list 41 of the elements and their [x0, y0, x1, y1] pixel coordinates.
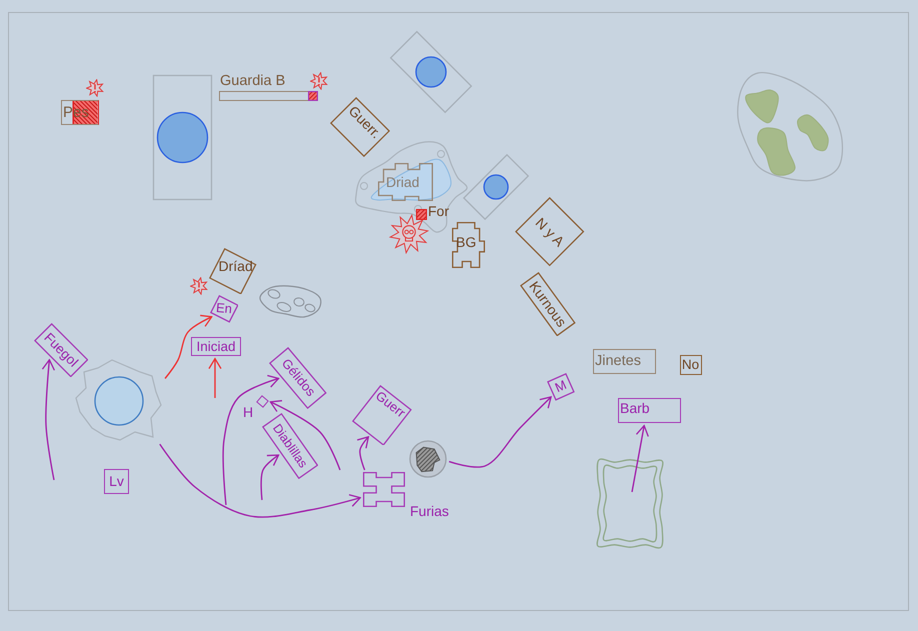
movement-arrow: [42, 359, 56, 480]
movement-arrow: [159, 444, 361, 518]
unit-label: En: [215, 300, 233, 318]
unit-label: Driad: [386, 174, 420, 190]
unit-label: Barb: [619, 399, 651, 418]
unit-box: [618, 398, 681, 423]
movement-arrow: [260, 454, 280, 500]
unit-label: Guardia B: [220, 73, 286, 90]
unit-box: [269, 346, 327, 409]
unit-box: [330, 96, 390, 158]
unit-label: Jinetes: [594, 352, 642, 371]
unit-box: [262, 412, 318, 480]
movement-arrow: [270, 400, 341, 470]
movement-arrow: [164, 314, 212, 379]
unit-label: N y A: [532, 214, 568, 250]
unit-label: For: [428, 203, 449, 220]
unit-label: Pes: [62, 102, 90, 122]
unit-box: [515, 197, 585, 267]
movement-arrow: [631, 424, 649, 492]
unit-label: Lv: [108, 472, 125, 491]
unit-box: [210, 295, 238, 323]
unit-box: [191, 337, 241, 356]
unit-label: No: [680, 356, 700, 374]
unit-box: [34, 322, 88, 378]
unit-box: [547, 373, 575, 401]
unit-label: Dríad: [218, 258, 253, 274]
unit-box: [352, 384, 412, 446]
unit-label: M: [553, 378, 569, 396]
movement-arrow: [448, 396, 552, 468]
unit-label: H: [243, 404, 254, 420]
movement-arrow: [208, 358, 222, 398]
movement-arrow: [222, 374, 280, 506]
unit-box: [520, 272, 576, 336]
unit-label: Iniciad: [195, 338, 237, 356]
unit-box: [61, 100, 99, 125]
movement-arrow: [356, 436, 370, 470]
unit-box: [209, 248, 257, 294]
unit-box: [104, 469, 129, 494]
unit-box: [593, 349, 656, 374]
unit-label: BG: [456, 234, 476, 250]
unit-label: Furias: [410, 503, 449, 520]
